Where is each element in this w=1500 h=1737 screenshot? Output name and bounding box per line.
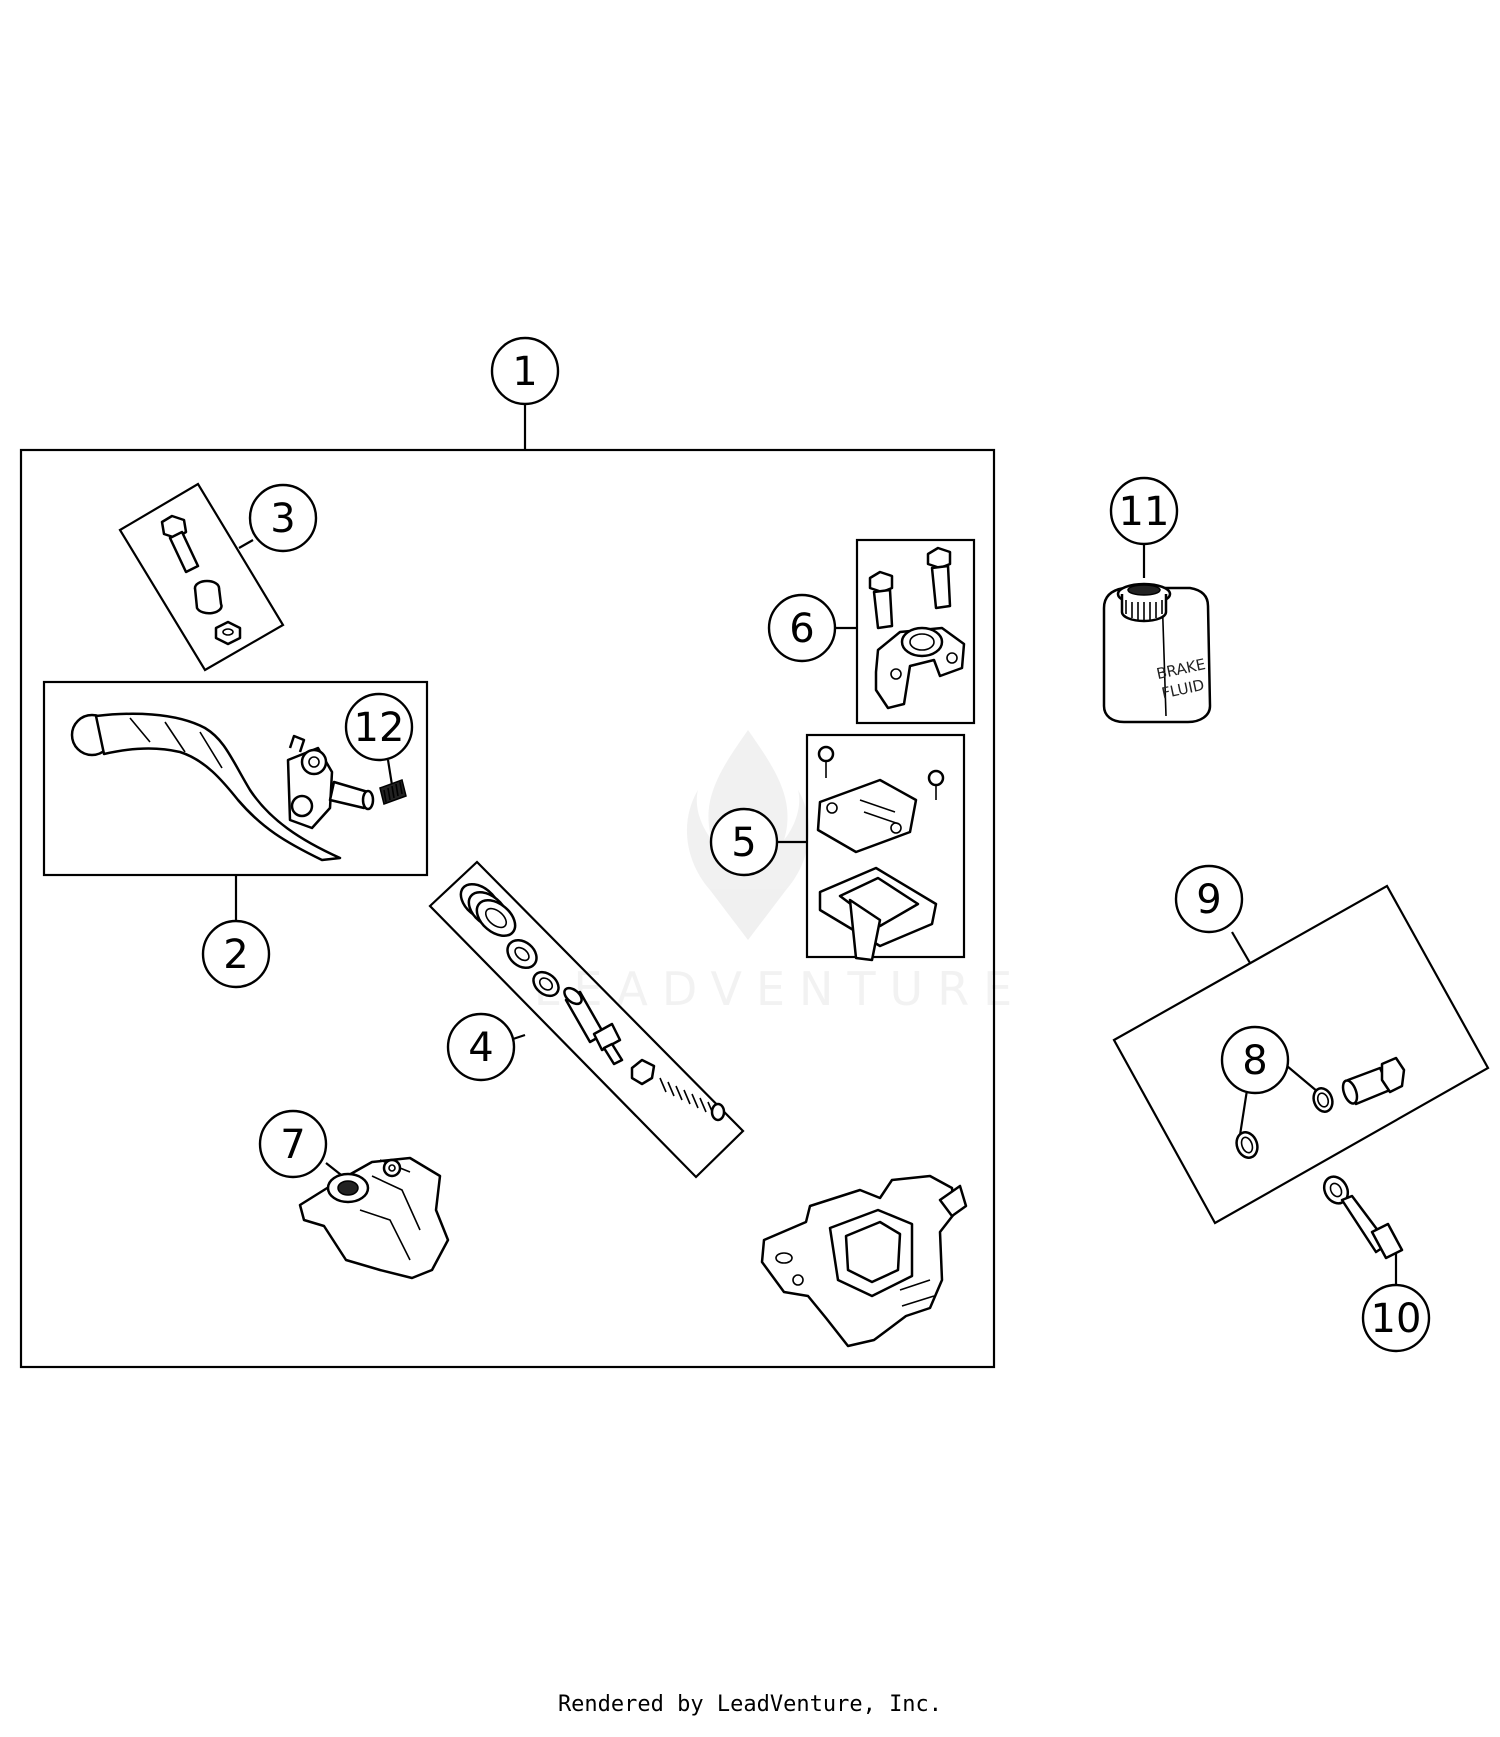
part-3-bolt-set [160,514,242,646]
spring-icon [659,1077,726,1122]
callout-4[interactable]: 4 [446,1012,516,1082]
part-6-clamp [868,546,966,710]
callout-5[interactable]: 5 [709,807,779,877]
svg-text:10: 10 [1371,1296,1422,1342]
leader-12 [386,759,394,786]
footer-credit: Rendered by LeadVenture, Inc. [557,1692,943,1717]
part-11-brake-fluid-can: BRAKE FLUID [1102,582,1212,724]
svg-text:12: 12 [354,705,405,751]
kit-frame-3 [118,482,285,672]
leader-8b [1286,1065,1319,1093]
part-10-banjo-fitting [1322,1175,1404,1260]
kit-frame-5 [805,733,966,959]
callout-3[interactable]: 3 [248,483,318,553]
svg-text:5: 5 [731,820,756,866]
callout-10[interactable]: 10 [1361,1283,1431,1353]
banjo-bolt [1341,1056,1406,1106]
svg-text:1: 1 [512,349,537,395]
svg-text:2: 2 [223,932,248,978]
kit-frame-9 [1112,884,1490,1225]
kit-frame-4 [428,860,745,1179]
svg-text:3: 3 [270,496,295,542]
callout-7[interactable]: 7 [258,1109,328,1179]
part-4-piston-kit [459,883,726,1122]
callout-12[interactable]: 12 [344,692,414,762]
svg-text:11: 11 [1119,489,1170,535]
callout-8[interactable]: 8 [1220,1025,1290,1095]
leader-3 [238,539,254,549]
watermark: LEADVENTURE [534,730,1027,1016]
watermark-text: LEADVENTURE [534,962,1027,1016]
svg-text:6: 6 [789,606,814,652]
callout-6[interactable]: 6 [767,593,837,663]
leader-9 [1231,931,1251,964]
master-cylinder-body [760,1174,968,1348]
callout-9[interactable]: 9 [1174,864,1244,934]
part-7-lever-mount [298,1156,450,1280]
part-8-seal-rings [1235,1087,1334,1159]
kit-frame-1 [19,448,996,1369]
part-12-screw [379,779,407,805]
svg-text:7: 7 [280,1122,305,1168]
part-5-reservoir-cover [816,745,945,962]
svg-text:4: 4 [468,1025,493,1071]
callout-1[interactable]: 1 [490,336,560,406]
svg-text:8: 8 [1242,1038,1267,1084]
kit-frame-6 [855,538,976,725]
svg-text:9: 9 [1196,877,1221,923]
part-2-lever [70,712,375,862]
callout-2[interactable]: 2 [201,919,271,989]
callout-11[interactable]: 11 [1109,476,1179,546]
